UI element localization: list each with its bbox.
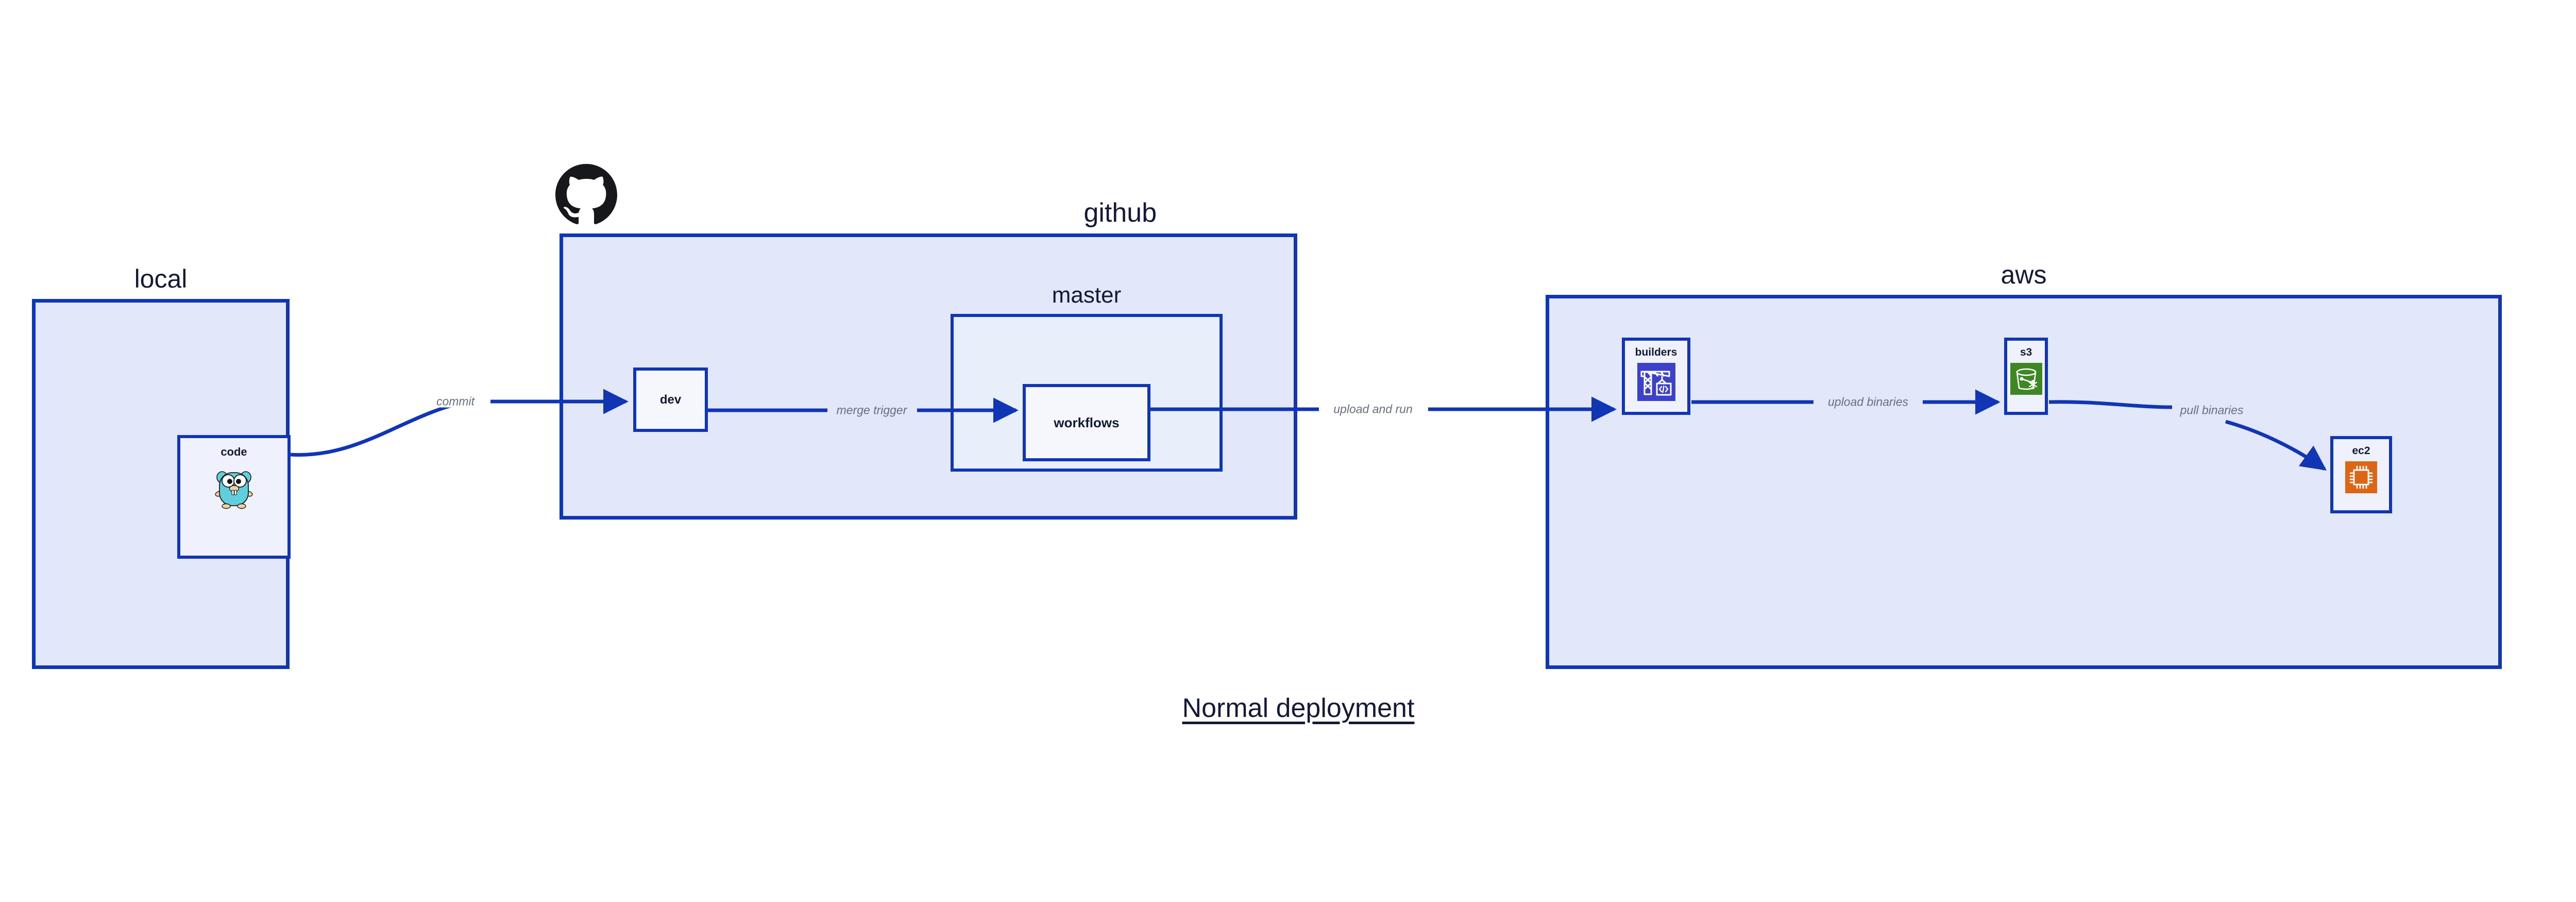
node-ec2[interactable]: ec2 [2330,436,2392,513]
node-label-code: code [221,445,247,458]
node-label-builders: builders [1635,346,1677,358]
node-dev[interactable]: dev [633,368,708,432]
group-label-master: master [1052,282,1122,308]
github-octocat-logo [555,164,617,228]
diagram-title: Normal deployment [1182,693,1415,723]
node-label-dev: dev [659,392,682,407]
edge-label-pull-binaries: pull binaries [2180,403,2244,417]
node-label-workflows: workflows [1054,415,1120,430]
node-workflows[interactable]: workflows [1023,384,1150,461]
edge-label-upload-and-run: upload and run [1330,403,1416,415]
node-label-ec2: ec2 [2352,445,2370,457]
node-label-s3: s3 [2020,346,2032,358]
group-label-aws: aws [2001,260,2047,289]
edge-label-commit: commit [433,395,478,408]
aws-ec2-chip-icon [2345,461,2377,496]
group-label-github: github [1083,198,1157,228]
node-code[interactable]: code [177,435,291,559]
group-label-local: local [134,264,188,293]
aws-s3-bucket-icon [2010,363,2042,397]
edge-label-upload-binaries: upload binaries [1824,396,1912,408]
node-s3[interactable]: s3 [2004,338,2048,415]
edge-label-merge-trigger: merge trigger [833,404,910,416]
node-builders[interactable]: builders [1622,338,1690,415]
go-gopher-icon [215,464,253,512]
aws-builders-crane-icon [1637,363,1675,404]
